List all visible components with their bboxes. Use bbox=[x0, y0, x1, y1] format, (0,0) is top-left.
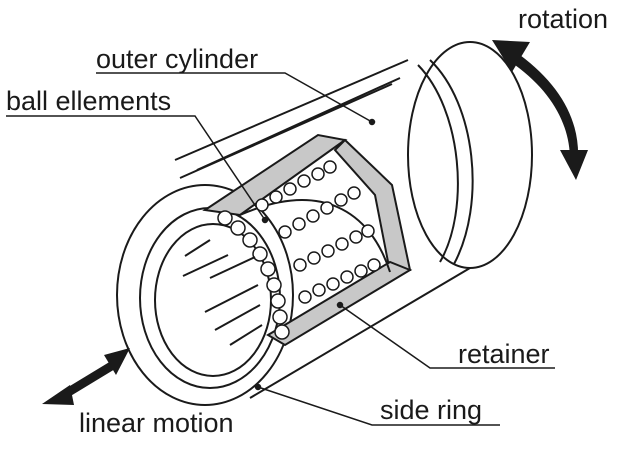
bore-track bbox=[182, 254, 229, 277]
outer-cylinder-groove-4 bbox=[179, 83, 393, 179]
ball bbox=[340, 270, 354, 284]
ball bbox=[326, 277, 340, 291]
retainer-leader bbox=[339, 304, 555, 369]
ball-elements-leader-dot bbox=[261, 216, 269, 224]
linear-motion-label: linear motion bbox=[79, 408, 234, 438]
ball bbox=[230, 220, 246, 236]
linear-motion-arrow-head-right bbox=[104, 348, 130, 375]
side-ring-leader bbox=[257, 386, 500, 426]
rotation-label: rotation bbox=[518, 4, 609, 34]
ball bbox=[306, 209, 320, 223]
ball bbox=[293, 258, 307, 272]
ball bbox=[260, 261, 276, 277]
linear-motion-arrow-head-left bbox=[42, 385, 74, 405]
ball bbox=[292, 217, 306, 231]
bore-track bbox=[184, 239, 211, 257]
side-ring-leader-dot bbox=[254, 383, 262, 391]
ball bbox=[298, 290, 312, 304]
ball-elements-label: ball ellements bbox=[6, 86, 172, 116]
leader-lines bbox=[6, 72, 555, 426]
outer-cylinder-bottom-edge bbox=[249, 267, 471, 399]
rotation-arrow-body bbox=[515, 55, 579, 160]
ball bbox=[252, 246, 268, 262]
ball bbox=[242, 232, 258, 248]
ball bbox=[334, 193, 348, 207]
ball bbox=[335, 237, 349, 251]
ball bbox=[349, 230, 363, 244]
outer-cylinder-top-edge bbox=[174, 59, 409, 161]
ball bbox=[367, 258, 381, 272]
bore-track bbox=[214, 304, 261, 331]
ball bbox=[311, 167, 325, 181]
ball bbox=[321, 244, 335, 258]
bore-track bbox=[229, 324, 263, 346]
linear-motion-arrow-shaft bbox=[60, 358, 120, 400]
ball bbox=[354, 264, 368, 278]
ball bbox=[323, 160, 337, 174]
ball-elements bbox=[217, 160, 381, 340]
ball bbox=[312, 283, 326, 297]
ball bbox=[255, 198, 269, 212]
outer-cylinder-leader-dot bbox=[368, 118, 376, 126]
ball bbox=[278, 225, 292, 239]
ball bbox=[307, 251, 321, 265]
ball bbox=[320, 201, 334, 215]
outer-cylinder bbox=[174, 41, 533, 399]
linear-motion-arrow bbox=[42, 348, 130, 405]
rotation-arrow bbox=[492, 40, 588, 180]
ball bbox=[297, 174, 311, 188]
retainer-label: retainer bbox=[458, 339, 550, 369]
ball bbox=[274, 324, 290, 340]
ball bbox=[269, 190, 283, 204]
outer-cylinder-groove-2 bbox=[429, 59, 474, 265]
side-ring-label: side ring bbox=[380, 395, 483, 425]
ball-elements-leader bbox=[6, 115, 266, 221]
outer-cylinder-leader bbox=[96, 72, 373, 123]
rotation-arrow-head-bottom bbox=[560, 150, 588, 180]
bore-tracks bbox=[182, 239, 263, 346]
ball bbox=[272, 309, 288, 325]
rotation-arrow-head-top bbox=[492, 40, 530, 72]
ball bbox=[217, 210, 233, 226]
bore-track bbox=[209, 256, 256, 279]
ball bbox=[361, 224, 375, 238]
outer-cylinder-label: outer cylinder bbox=[96, 44, 259, 74]
outer-cylinder-groove bbox=[417, 64, 459, 263]
ball bbox=[347, 186, 361, 200]
retainer-leader-dot bbox=[336, 301, 344, 309]
ball bbox=[283, 182, 297, 196]
retainer-cut-side bbox=[333, 138, 412, 274]
bore-track bbox=[204, 284, 259, 313]
ball bbox=[266, 277, 282, 293]
ball bbox=[270, 293, 286, 309]
